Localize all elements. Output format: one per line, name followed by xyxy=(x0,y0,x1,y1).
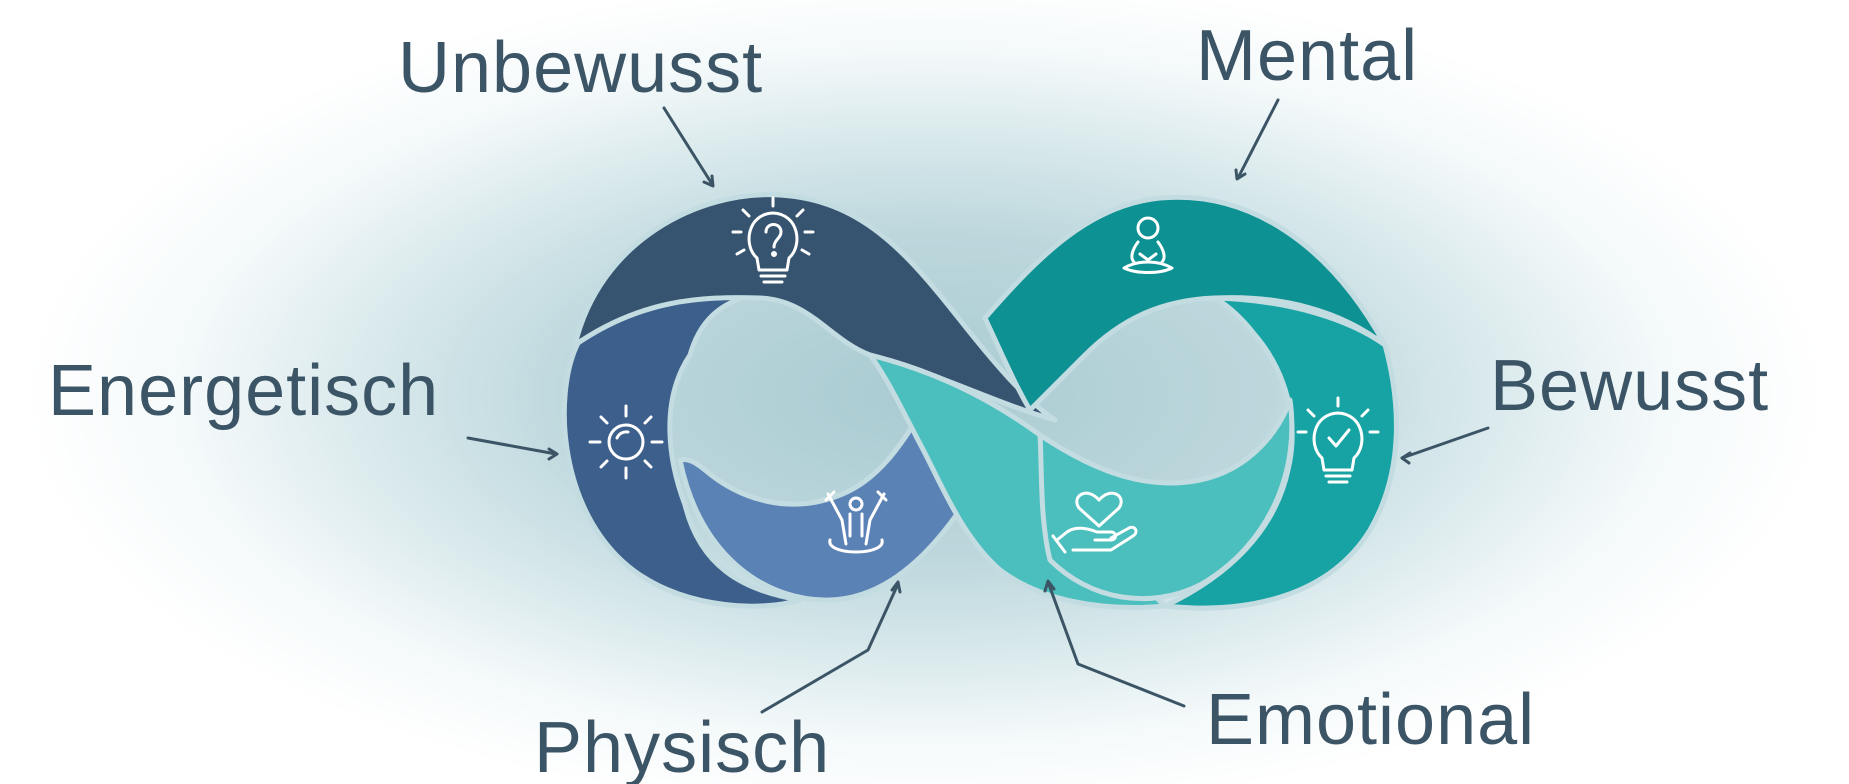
segment-mental xyxy=(982,194,1388,413)
label-emotional: Emotional xyxy=(1206,680,1535,760)
label-physisch: Physisch xyxy=(534,708,830,784)
heart-hand-icon xyxy=(1051,491,1138,554)
label-bewusst: Bewusst xyxy=(1490,346,1769,426)
label-mental: Mental xyxy=(1196,16,1418,96)
arrow-unbewusst xyxy=(662,106,715,188)
arrow-bewusst xyxy=(1400,426,1490,465)
sun-icon xyxy=(588,404,664,480)
segment-bewusst xyxy=(1162,295,1399,611)
person-arms-raised-icon xyxy=(824,490,888,554)
label-unbewusst: Unbewusst xyxy=(398,28,763,108)
arrow-mental xyxy=(1234,98,1280,181)
label-energetisch: Energetisch xyxy=(48,351,439,431)
segment-unbewusst xyxy=(572,192,1058,423)
arrow-energetisch xyxy=(466,436,559,461)
lightbulb-check-icon xyxy=(1296,396,1380,484)
arrow-physisch xyxy=(760,580,902,714)
lightbulb-question-icon xyxy=(731,196,815,284)
meditation-person-icon xyxy=(1122,216,1174,274)
arrow-emotional xyxy=(1043,579,1186,708)
